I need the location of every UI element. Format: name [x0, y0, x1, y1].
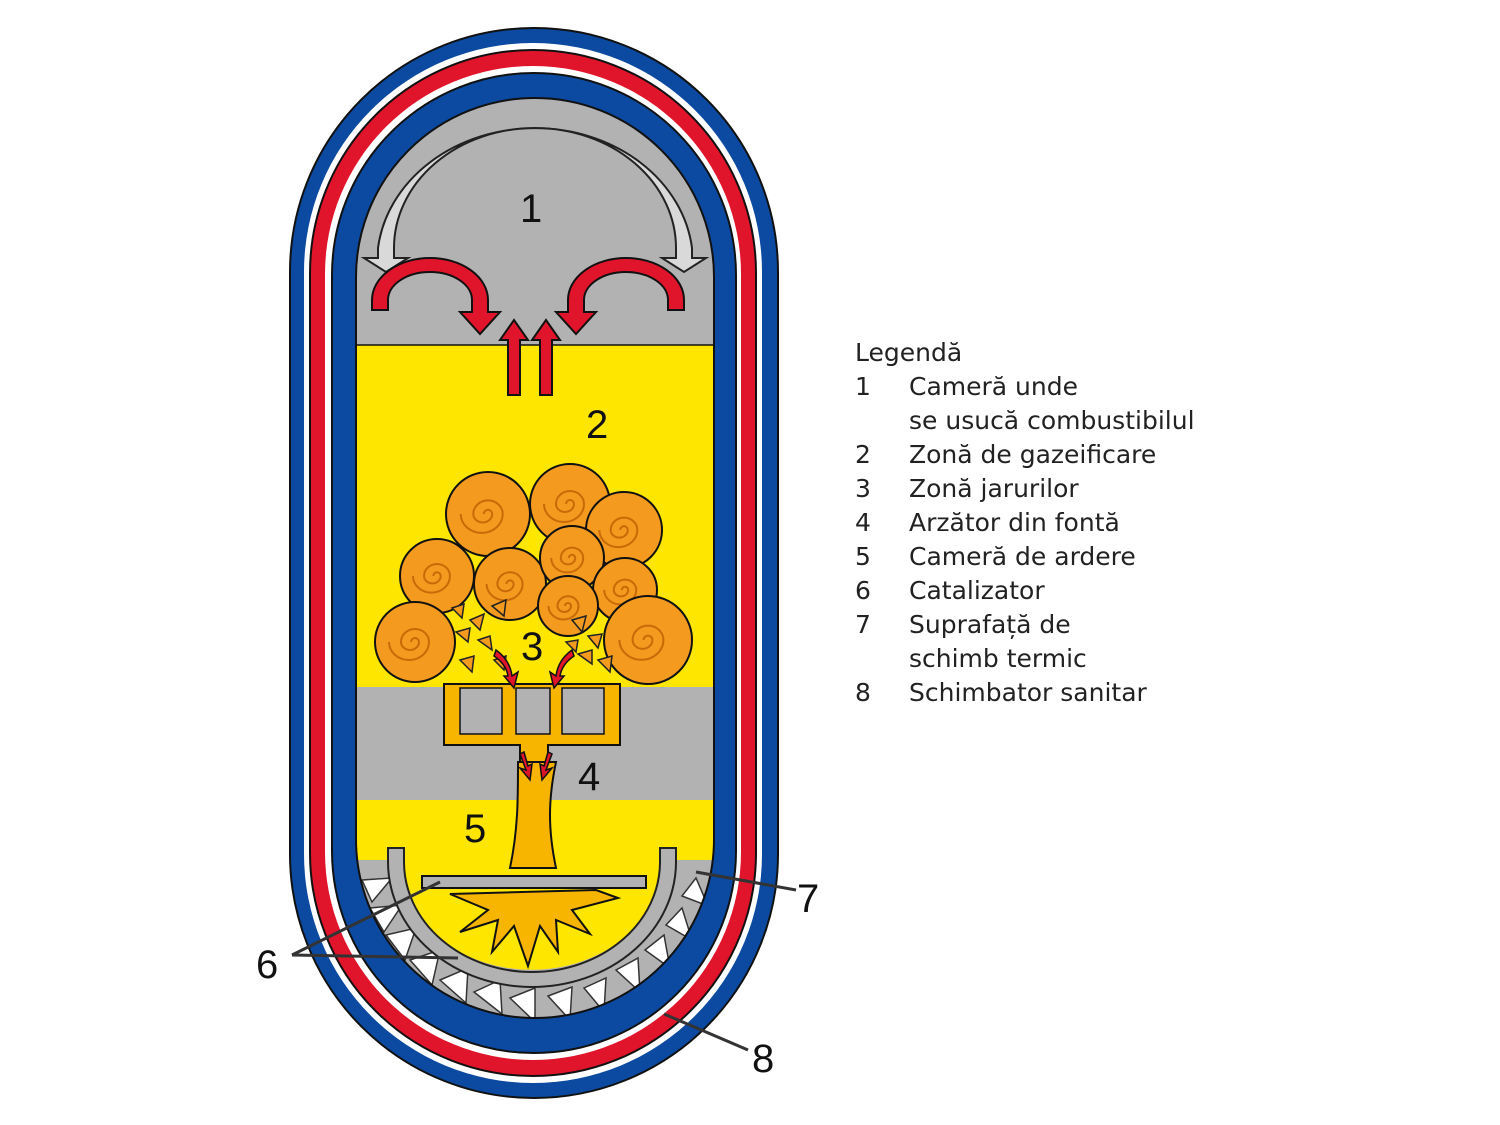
wood-log-rings	[618, 624, 665, 661]
legend-item-text: schimb termic	[909, 644, 1087, 673]
wood-log	[374, 601, 456, 683]
label-3: 3	[521, 625, 543, 669]
legend-item: 8 Schimbator sanitar	[855, 676, 1195, 710]
red-up-arrow-left	[498, 318, 530, 396]
legend-item-number: 4	[855, 508, 871, 537]
legend-item: 6 Catalizator	[855, 574, 1195, 608]
spiky-flame	[449, 888, 622, 970]
burner-slot-left	[459, 687, 503, 735]
ember-arrow-right	[548, 648, 575, 690]
legend-item-text: Schimbator sanitar	[909, 678, 1147, 707]
legend: Legendă 1 Cameră unde se usucă combustib…	[855, 336, 1195, 710]
legend-item-number: 7	[855, 610, 871, 639]
legend-item: 1 Cameră unde	[855, 370, 1195, 404]
legend-item-number: 8	[855, 678, 871, 707]
legend-item-number: 5	[855, 542, 871, 571]
label-5: 5	[464, 807, 486, 851]
label-6: 6	[256, 943, 278, 987]
drying-circulation-arrow	[360, 127, 710, 274]
burner-slot-middle	[515, 687, 551, 735]
burner-arrow-left	[517, 750, 533, 782]
wood-log	[537, 575, 599, 637]
legend-item-text: Arzător din fontă	[909, 508, 1120, 537]
legend-item-text: Suprafață de	[909, 610, 1071, 639]
legend-item: 4 Arzător din fontă	[855, 506, 1195, 540]
wood-log-rings	[388, 628, 431, 661]
legend-item: 3 Zonă jarurilor	[855, 472, 1195, 506]
flame-column	[508, 761, 558, 869]
burner-slot-right	[561, 687, 605, 735]
label-4: 4	[578, 755, 600, 799]
wood-logs	[374, 463, 693, 685]
red-curve-arrow-left	[371, 257, 503, 336]
label-1: 1	[520, 187, 542, 231]
wood-log-rings	[411, 562, 451, 594]
legend-item-number: 2	[855, 440, 871, 469]
wood-log	[603, 595, 693, 685]
wood-log-rings	[547, 595, 580, 621]
catalyst-plate	[421, 875, 647, 889]
legend-item-continuation: se usucă combustibilul	[855, 404, 1195, 438]
chamber-outline	[355, 97, 715, 1019]
wood-log-rings	[543, 490, 586, 523]
wood-log-rings	[550, 546, 585, 574]
catalyst-bowl-rim	[387, 847, 677, 988]
wood-log	[445, 471, 531, 557]
legend-title: Legendă	[855, 338, 963, 367]
wood-log-rings	[459, 499, 504, 534]
wood-log-rings	[598, 516, 639, 549]
label-8: 8	[752, 1037, 774, 1081]
legend-item-number: 3	[855, 474, 871, 503]
legend-item-text: Cameră unde	[909, 372, 1078, 401]
heat-exchange-teeth	[360, 876, 710, 1018]
embers	[450, 598, 613, 674]
legend-item-text: se usucă combustibilul	[909, 406, 1195, 435]
ember-arrow-left	[493, 648, 520, 690]
burner-arrow-right	[539, 750, 555, 782]
legend-item-text: Catalizator	[909, 576, 1045, 605]
label-7: 7	[797, 877, 819, 921]
legend-item-text: Zonă jarurilor	[909, 474, 1079, 503]
legend-item: 7 Suprafață de	[855, 608, 1195, 642]
wood-log	[473, 547, 547, 621]
legend-item-text: Cameră de ardere	[909, 542, 1136, 571]
legend-item-text: Zonă de gazeificare	[909, 440, 1157, 469]
legend-item: 5 Cameră de ardere	[855, 540, 1195, 574]
label-2: 2	[586, 403, 608, 447]
legend-item-continuation: schimb termic	[855, 642, 1195, 676]
red-curve-arrow-right	[553, 257, 685, 336]
legend-item: 2 Zonă de gazeificare	[855, 438, 1195, 472]
red-up-arrow-right	[530, 318, 562, 396]
legend-item-number: 1	[855, 372, 871, 401]
leader-lines	[291, 870, 797, 1052]
legend-item-number: 6	[855, 576, 871, 605]
